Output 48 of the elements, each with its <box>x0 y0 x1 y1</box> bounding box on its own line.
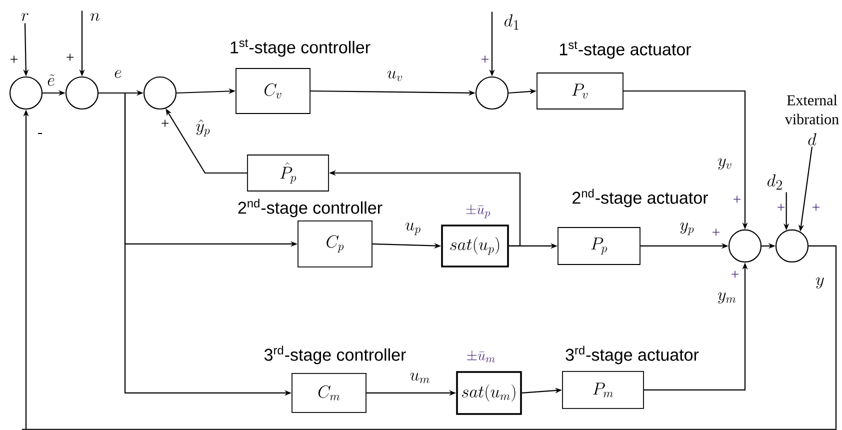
sign-label: + <box>812 204 820 211</box>
block-heading: 2$^{nd}$-stage actuator <box>572 188 708 208</box>
summing-junction <box>9 76 43 110</box>
summing-junction <box>728 229 762 263</box>
signal-label: $\hat{y}_p$ <box>196 120 210 136</box>
signal-label: $y_p$ <box>680 222 694 236</box>
block-box: $\hat{P}_p$ <box>247 154 329 192</box>
sign-label: + <box>162 120 168 127</box>
signal-label: $r$ <box>21 13 28 21</box>
sign-label: + <box>712 228 720 236</box>
block-box: $sat(u_m)$ <box>456 371 522 415</box>
block-heading: 1$^{st}$-stage actuator <box>560 41 691 59</box>
block-box: $sat(u_p)$ <box>441 224 509 268</box>
sign-label: + <box>66 54 74 61</box>
disturbance-label: External vibration $d$ <box>784 94 839 146</box>
signal-label: $u_p$ <box>405 222 420 236</box>
summing-junction <box>775 229 809 263</box>
block-heading: 2$^{nd}$-stage controller <box>238 198 382 218</box>
block-heading: 3$^{rd}$-stage controller <box>264 346 406 364</box>
summing-junction <box>475 76 509 110</box>
block-heading: 3$^{rd}$-stage actuator <box>566 346 699 364</box>
signal-label: $d_2$ <box>768 174 782 190</box>
block-box: $C_m$ <box>292 373 366 413</box>
signal-label: $y_v$ <box>718 158 732 170</box>
signal-label: $n$ <box>90 13 100 21</box>
sign-label: + <box>482 56 488 63</box>
summing-junction <box>65 76 99 110</box>
signal-label: $e$ <box>114 70 122 78</box>
block-box: $C_p$ <box>298 220 372 268</box>
signal-label: $\tilde{e}$ <box>48 74 55 86</box>
sign-label: + <box>778 204 784 211</box>
signal-label: $y$ <box>816 277 824 289</box>
sign-label: + <box>734 196 740 203</box>
saturation-limit: $\pm\bar{u}_p$ <box>466 204 490 218</box>
sign-label: + <box>10 56 18 63</box>
sign-label: - <box>38 132 42 134</box>
block-box: $P_v$ <box>536 72 624 110</box>
signal-label: $u_v$ <box>387 70 402 82</box>
block-box: $P_p$ <box>558 227 640 265</box>
summing-junction <box>143 76 177 110</box>
block-box: $P_m$ <box>562 371 644 409</box>
signal-label: $y_m$ <box>718 292 736 304</box>
saturation-limit: $\pm\bar{u}_m$ <box>467 350 495 362</box>
block-box: $C_v$ <box>236 68 310 114</box>
signal-label: $u_m$ <box>410 372 430 384</box>
signal-label: $d_1$ <box>504 14 519 30</box>
sign-label: + <box>732 270 738 278</box>
block-heading: 1$^{st}$-stage controller <box>230 39 370 57</box>
